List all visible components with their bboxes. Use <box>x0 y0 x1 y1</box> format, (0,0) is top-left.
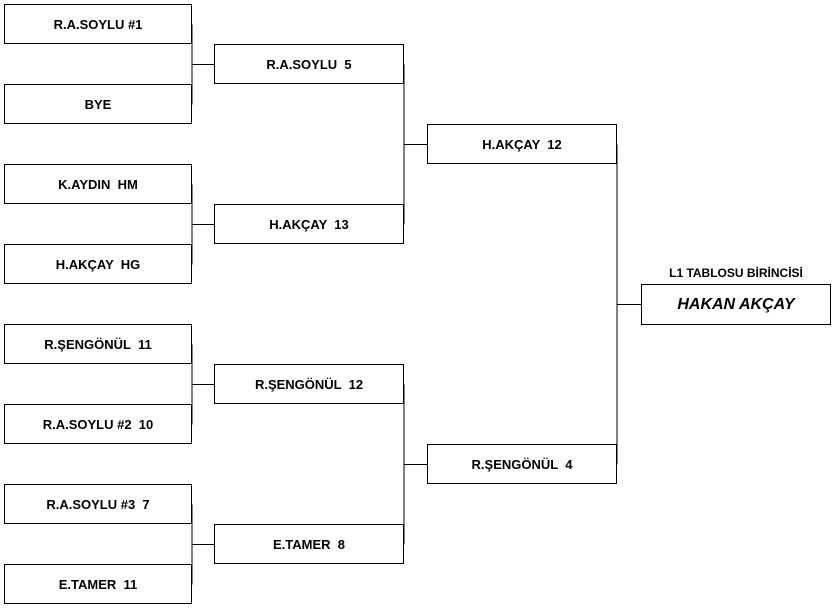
round1-slot-1: R.A.SOYLU #1 <box>4 4 192 44</box>
round2-slot-3: R.ŞENGÖNÜL 12 <box>214 364 404 404</box>
round2-slot-2: H.AKÇAY 13 <box>214 204 404 244</box>
round1-slot-4: H.AKÇAY HG <box>4 244 192 284</box>
round1-slot-2: BYE <box>4 84 192 124</box>
round1-slot-3: K.AYDIN HM <box>4 164 192 204</box>
champion-box: HAKAN AKÇAY <box>641 284 831 325</box>
final-slot-1: H.AKÇAY 12 <box>427 124 617 164</box>
round1-slot-6: R.A.SOYLU #2 10 <box>4 404 192 444</box>
round1-slot-5: R.ŞENGÖNÜL 11 <box>4 324 192 364</box>
round1-slot-8: E.TAMER 11 <box>4 564 192 604</box>
round2-slot-4: E.TAMER 8 <box>214 524 404 564</box>
final-slot-2: R.ŞENGÖNÜL 4 <box>427 444 617 484</box>
round2-slot-1: R.A.SOYLU 5 <box>214 44 404 84</box>
champion-title: L1 TABLOSU BİRİNCİSİ <box>669 266 803 280</box>
round1-slot-7: R.A.SOYLU #3 7 <box>4 484 192 524</box>
